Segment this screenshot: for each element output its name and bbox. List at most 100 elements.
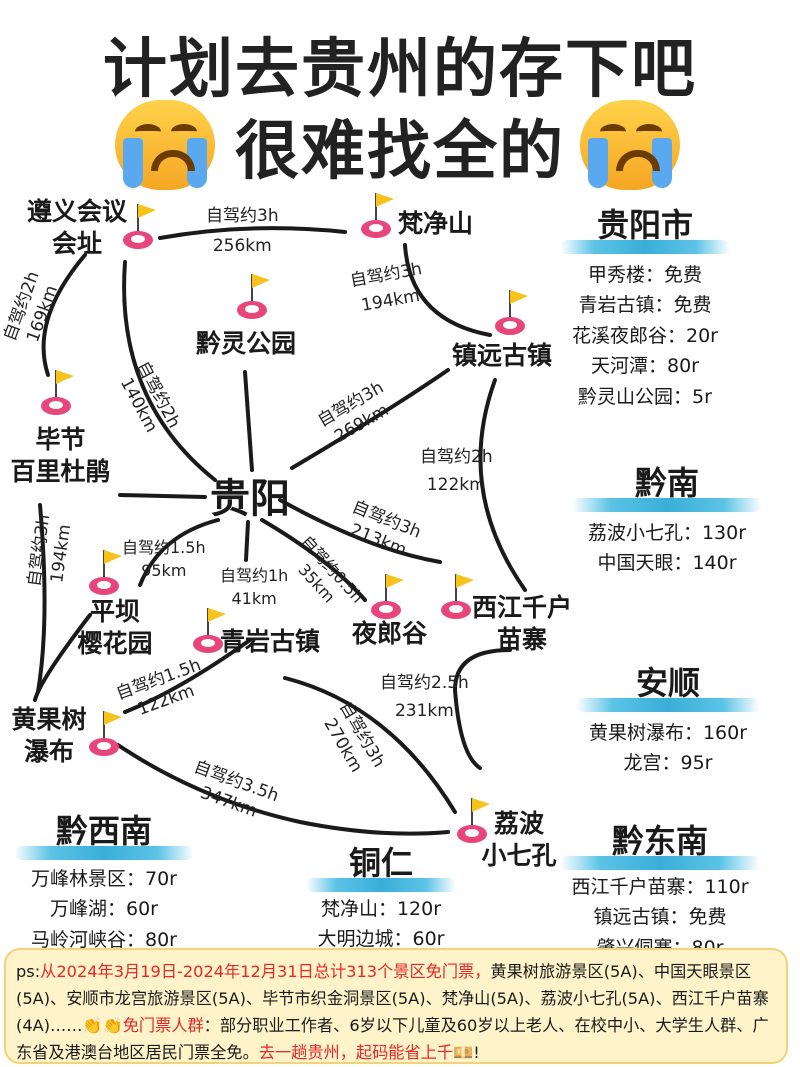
route-qingyan-huangguoshu (123, 638, 252, 714)
region-item: 大明边城：60r (317, 928, 445, 951)
route-guiyang-qingyan (244, 520, 250, 562)
route-zunyi-guiyang (122, 260, 217, 482)
footer-free-groups-label: 免门票人群 (122, 1016, 204, 1035)
footer-note: ps:从2024年3月19日-2024年12月31日总计313个景区免门票，黄果… (4, 948, 788, 1064)
region-title: 安顺 (635, 664, 700, 702)
region-anshun: 安顺 黄果树瀑布：160r 龙宫：95r (576, 658, 760, 779)
wave-decoration (560, 856, 760, 870)
route-time: 自驾约1h (220, 566, 289, 585)
place-huangguoshu: 黄果树 瀑布 (4, 704, 94, 768)
location-pin-icon (89, 550, 122, 595)
region-item: 天河潭：80r (591, 355, 699, 378)
location-pin-icon (237, 274, 270, 319)
region-item: 西江千户苗寨：110r (571, 876, 749, 898)
region-item: 中国天眼：140r (597, 552, 737, 575)
region-item: 马岭河峡谷：80r (31, 928, 177, 951)
route-fanjing-zhenyuan (403, 243, 492, 337)
route-label-xijiang-libo: 自驾约2.5h 231km (380, 672, 469, 722)
region-item: 甲秀楼：免费 (587, 264, 702, 286)
region-item: 梵净山：120r (320, 898, 442, 920)
route-xijiang-libo (452, 648, 512, 770)
route-huangguoshu-libo (116, 743, 450, 836)
location-pin-icon (89, 711, 122, 756)
route-qianling-guiyang (243, 370, 254, 472)
place-zunyi: 遵义会议 会址 (22, 196, 132, 260)
place-libo: 荔波 小七孔 (474, 808, 564, 872)
region-title: 黔西南 (55, 812, 152, 850)
route-label-zhenyuan-xijiang: 自驾约2h 122km (420, 446, 493, 496)
region-title: 贵阳市 (596, 206, 693, 244)
route-bijie-xijiang (118, 493, 207, 499)
location-pin-icon (371, 574, 404, 619)
route-label-guiyang-pingba: 自驾约1.5h 95km (122, 538, 206, 582)
route-qingyan-libo (283, 676, 457, 814)
wave-decoration (572, 498, 762, 512)
location-pin-icon (123, 204, 156, 249)
wave-decoration (576, 698, 760, 712)
footer-savings: 去一趟贵州，起码能省上千 (258, 1043, 454, 1062)
route-label-zunyi-fanjing: 自驾约3h 256km (206, 205, 279, 257)
crying-face-icon (115, 100, 215, 190)
region-qiandongnan: 黔东南 西江千户苗寨：110r 镇远古镇：免费 肇兴侗寨：80r (560, 816, 760, 963)
location-pin-icon (457, 798, 490, 843)
place-xijiang-line2: 苗寨 (496, 625, 547, 654)
route-guiyang-zhenyuan (290, 368, 450, 470)
place-libo-line1: 荔波 (493, 809, 544, 838)
place-libo-line2: 小七孔 (481, 841, 557, 870)
region-item-list: 万峰林景区：70r 万峰湖：60r 马岭河峡谷：80r (14, 864, 194, 955)
region-qiannan: 黔南 荔波小七孔：130r 中国天眼：140r (572, 458, 762, 579)
route-zunyi-bijie (41, 253, 87, 377)
region-item: 花溪夜郎谷：20r (572, 324, 718, 347)
region-item: 万峰湖：60r (50, 898, 158, 921)
place-huangguoshu-line2: 瀑布 (23, 737, 74, 766)
region-item: 黔灵山公园：5r (578, 385, 712, 408)
region-guiyang: 贵阳市 甲秀楼：免费 青岩古镇：免费 花溪夜郎谷：20r 天河潭：80r 黔灵山… (560, 200, 730, 412)
route-bijie-huangguoshu (36, 503, 47, 694)
location-pin-icon (441, 574, 474, 619)
region-title: 黔东南 (611, 822, 708, 860)
route-label-guiyang-qingyan: 自驾约1h 41km (220, 566, 288, 610)
route-time: 自驾约2.5h (380, 673, 469, 693)
route-distance: 41km (231, 588, 277, 608)
place-pingba: 平坝 樱花园 (70, 596, 160, 660)
region-title: 铜仁 (348, 844, 413, 882)
footer-free-period: 从2024年3月19日-2024年12月31日总计313个景区免门票， (40, 962, 491, 981)
region-item: 万峰林景区：70r (31, 868, 177, 890)
location-pin-icon (361, 193, 394, 238)
route-distance: 95km (141, 560, 187, 580)
footer-free-groups: ：部分职业工作者、6岁以下儿童及60岁以上老人、在校中小、大学生人群、广东省及港… (16, 1016, 769, 1062)
place-bijie-line2: 百里杜鹃 (10, 457, 111, 486)
location-pin-icon (41, 370, 74, 415)
clapping-hands-icon: 👏👏 (82, 1016, 123, 1035)
place-yelang: 夜郎谷 (352, 619, 428, 648)
region-item: 荔波小七孔：130r (587, 522, 747, 544)
route-time: 自驾约2h (420, 447, 493, 467)
route-distance: 231km (394, 701, 454, 722)
route-guiyang-xijiang (278, 498, 442, 564)
route-time: 自驾约3h (206, 206, 279, 226)
region-item-list: 荔波小七孔：130r 中国天眼：140r (572, 518, 762, 579)
region-item: 黄果树瀑布：160r (588, 722, 748, 744)
region-item: 镇远古镇：免费 (593, 906, 727, 929)
page-title-line1: 计划去贵州的存下吧 (103, 33, 697, 107)
place-qianling: 黔灵公园 (196, 329, 297, 358)
location-pin-icon (495, 290, 528, 335)
route-guiyang-yelang (260, 518, 367, 602)
place-xijiang-line1: 西江千户 (471, 593, 572, 622)
place-pingba-line1: 平坝 (89, 597, 140, 626)
place-guiyang: 贵阳 (210, 476, 290, 522)
wave-decoration (14, 846, 194, 860)
wave-decoration (560, 240, 730, 254)
region-tongren: 铜仁 梵净山：120r 大明边城：60r (306, 838, 456, 955)
page-title-line2: 很难找全的 (235, 115, 565, 189)
place-bijie-line1: 毕节 (35, 425, 86, 454)
place-zhenyuan: 镇远古镇 (452, 341, 553, 370)
footer-scenic-list: 黄果树旅游景区(5A)、中国天眼景区(5A)、安顺市龙宫旅游景区(5A)、毕节市… (16, 962, 769, 1035)
place-bijie: 毕节 百里杜鹃 (8, 424, 113, 488)
region-item-list: 黄果树瀑布：160r 龙宫：95r (576, 718, 760, 779)
region-item: 青岩古镇：免费 (578, 294, 712, 317)
region-title: 黔南 (634, 464, 699, 502)
place-qingyan: 青岩古镇 (220, 627, 321, 656)
money-icon: 💴! (453, 1043, 480, 1062)
